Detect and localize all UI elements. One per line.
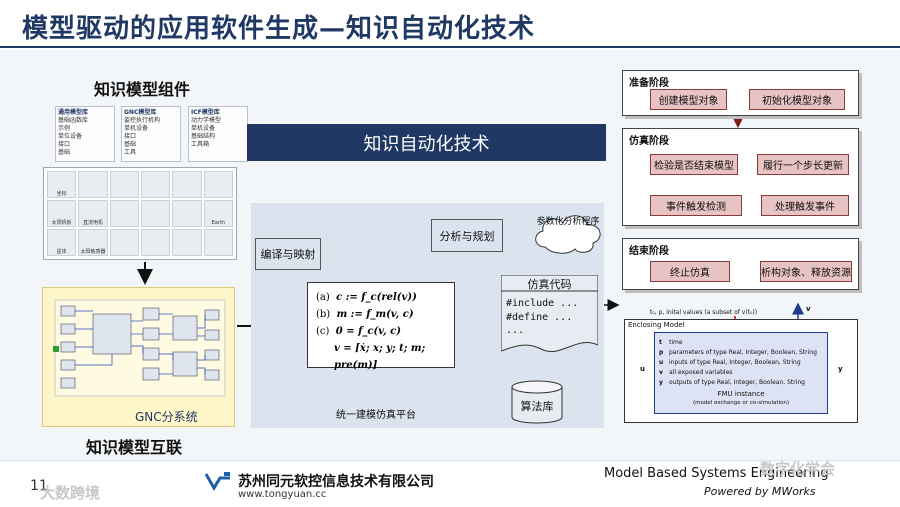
library-item: 工具箱 xyxy=(191,141,210,148)
equation-row: v = [ẋ; x; y; t; m; pre(m)] xyxy=(334,343,426,371)
library-item: 接口 xyxy=(124,133,137,140)
database-icon xyxy=(511,380,563,424)
equation-row: (b) m := f_m(v, c) xyxy=(316,309,414,320)
knowledge-automation-banner: 知识自动化技术 xyxy=(247,124,606,161)
library-title: GNC模型库 xyxy=(124,109,157,116)
fmu-v-label: v xyxy=(806,305,811,313)
component-cell xyxy=(109,229,139,256)
library-item: 接口 xyxy=(58,141,71,148)
process-box: 终止仿真 xyxy=(650,261,730,282)
code-title: 仿真代码 xyxy=(527,278,572,291)
component-cell: 太阳帆板 xyxy=(47,200,77,227)
analysis-box: 分析与规划 xyxy=(431,219,503,252)
component-cell: 直流电机 xyxy=(78,200,108,227)
process-box: 事件触发检测 xyxy=(650,195,742,216)
gnc-schematic xyxy=(53,299,226,397)
compile-box: 编译与映射 xyxy=(255,238,321,270)
library-item: 示例 xyxy=(58,125,71,132)
fmu-init-note: t₀, p, inital values (a subset of v(t₀)) xyxy=(650,309,758,316)
component-cell xyxy=(172,229,202,256)
library-panel-gnc: GNC模型库 姿控执行机构 单机设备 接口 基础 工具 xyxy=(121,106,181,162)
interconnect-label: 知识模型互联 xyxy=(86,438,183,457)
library-item: 单位设备 xyxy=(58,133,83,140)
equation-row: (a) c := f_c(rel(v)) xyxy=(316,292,417,303)
component-cell xyxy=(141,171,171,198)
library-title: ICF模型库 xyxy=(191,109,220,116)
component-cell xyxy=(141,229,171,256)
equation-box: (a) c := f_c(rel(v)) (b) m := f_m(v, c) … xyxy=(307,282,455,371)
process-box: 检验是否结束模型 xyxy=(650,154,738,175)
library-item: 基础 xyxy=(58,149,71,156)
watermark-right: 数字化学会 xyxy=(760,460,836,478)
fmu-instance-sublabel: (model exchange or co-simulation) xyxy=(692,400,790,406)
gnc-subsystem-diagram: GNC分系统 xyxy=(42,287,235,427)
fmu-output-label: y xyxy=(838,365,843,373)
cloud-text: 参数化分析程序 xyxy=(536,217,600,227)
powered-by: Powered by MWorks xyxy=(704,485,816,498)
component-icon-grid: 坐标太阳帆板直流电机 Earth 星体太阳敏感器 xyxy=(43,167,237,260)
library-item: 基础函数库 xyxy=(58,117,89,124)
library-panel-icf: ICF模型库 动力学模型 单机设备 基础结构 工具箱 xyxy=(188,106,248,162)
component-cell xyxy=(172,200,202,227)
stage-title: 结束阶段 xyxy=(629,246,669,257)
library-item: 工具 xyxy=(124,149,137,156)
page-title: 模型驱动的应用软件生成—知识自动化技术 xyxy=(22,14,536,44)
gnc-label: GNC分系统 xyxy=(135,410,198,424)
component-cell xyxy=(78,171,108,198)
equation-row: (c) 0 = f_c(v, c) xyxy=(316,326,401,337)
company-url: www.tongyuan.cc xyxy=(238,489,327,500)
code-line: #include ... xyxy=(506,298,579,309)
library-title: 通用模型库 xyxy=(58,109,89,116)
enclosing-model-title: Enclosing Model xyxy=(628,321,685,329)
library-item: 单机设备 xyxy=(191,125,216,132)
stage-title: 准备阶段 xyxy=(629,78,669,89)
library-item: 动力学模型 xyxy=(191,117,222,124)
library-panel-general: 通用模型库 基础函数库 示例 单位设备 接口 基础 xyxy=(55,106,115,162)
process-box: 析构对象、释放资源 xyxy=(760,261,852,282)
fmu-instance-label: FMU instance xyxy=(717,390,765,398)
code-line: #define ... xyxy=(506,312,573,323)
library-item: 基础结构 xyxy=(191,133,216,140)
company-name: 苏州同元软控信息技术有限公司 xyxy=(238,474,434,490)
title-underline xyxy=(0,46,900,48)
process-box: 初始化模型对象 xyxy=(749,89,845,110)
component-cell: 太阳敏感器 xyxy=(78,229,108,256)
component-cell xyxy=(109,200,139,227)
component-cell: 坐标 xyxy=(47,171,77,198)
components-label: 知识模型组件 xyxy=(94,80,191,99)
component-cell xyxy=(203,229,233,256)
footer xyxy=(0,460,900,507)
process-box: 创建模型对象 xyxy=(650,89,727,110)
code-line: ... xyxy=(506,325,525,336)
process-box: 处理触发事件 xyxy=(761,195,849,216)
library-item: 基础 xyxy=(124,141,137,148)
page-number: 11 xyxy=(30,478,48,494)
component-cell xyxy=(203,171,233,198)
code-document-shape xyxy=(501,275,598,352)
component-cell: 星体 xyxy=(47,229,77,256)
company-logo-icon xyxy=(204,472,230,491)
component-cell xyxy=(109,171,139,198)
platform-label: 统一建模仿真平台 xyxy=(336,410,416,421)
cloud-shape xyxy=(535,215,601,254)
library-item: 单机设备 xyxy=(124,125,149,132)
process-box: 履行一个步长更新 xyxy=(757,154,849,175)
stage-title: 仿真阶段 xyxy=(629,136,669,147)
library-item: 姿控执行机构 xyxy=(124,117,161,124)
mbse-tagline: Model Based Systems Engineering xyxy=(604,466,829,481)
title-bar: 模型驱动的应用软件生成—知识自动化技术 xyxy=(0,0,900,46)
fmu-input-label: u xyxy=(640,365,645,373)
watermark-left: 大数跨境 xyxy=(40,484,101,502)
component-cell xyxy=(172,171,202,198)
algorithm-lib-label: 算法库 xyxy=(520,400,554,413)
component-cell xyxy=(141,200,171,227)
component-cell: Earth xyxy=(203,200,233,227)
fmu-instance-box xyxy=(654,332,828,414)
